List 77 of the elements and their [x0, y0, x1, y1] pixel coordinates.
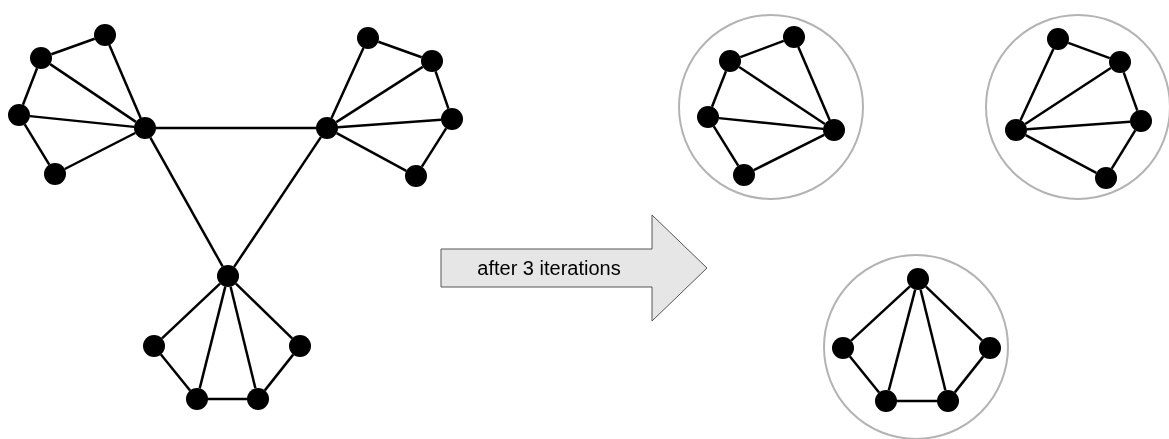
- graph-edge: [161, 282, 221, 340]
- graph-edge: [330, 47, 365, 119]
- graph-edge: [263, 353, 295, 392]
- graph-edge: [919, 289, 947, 391]
- graph-edge: [49, 63, 137, 123]
- graph-vertex: [783, 26, 805, 48]
- graph-vertex: [186, 388, 208, 410]
- graph-vertex: [1095, 167, 1117, 189]
- graph-vertex: [405, 165, 427, 187]
- graph-edge: [1019, 48, 1055, 121]
- graph-edge: [159, 353, 192, 392]
- graph-edge: [1110, 129, 1137, 170]
- graph-edge: [23, 123, 51, 166]
- graph-vertex: [134, 117, 156, 139]
- graph-vertex: [832, 337, 854, 359]
- graph-edge: [208, 397, 247, 401]
- arrow-label: after 3 iterations: [477, 258, 621, 278]
- graph-edge: [1067, 41, 1111, 60]
- graph-edge: [156, 126, 316, 130]
- graph-vertex: [697, 106, 719, 128]
- graph-edge: [108, 44, 142, 119]
- graph-edge: [887, 289, 917, 391]
- graph-vertex: [289, 335, 311, 357]
- graph-vertex: [44, 163, 66, 185]
- graph-edge: [1025, 134, 1097, 174]
- graph-edge: [739, 39, 785, 59]
- graph-vertex: [8, 104, 30, 126]
- graph-edge: [335, 65, 424, 124]
- graph-vertex: [875, 390, 897, 412]
- graph-vertex: [94, 24, 116, 46]
- graph-vertex: [1109, 51, 1131, 73]
- graph-edge: [1024, 66, 1112, 126]
- graph-edge: [753, 133, 825, 172]
- graph-edge: [953, 355, 985, 394]
- graph-edge: [149, 136, 224, 268]
- graph-vertex: [733, 164, 755, 186]
- graph-vertex: [421, 50, 443, 72]
- graph-edge: [337, 118, 442, 129]
- graph-vertex: [217, 265, 239, 287]
- graph-edge: [229, 286, 257, 389]
- graph-vertex: [1130, 110, 1152, 132]
- graph-edge: [1122, 71, 1139, 112]
- graph-edge: [712, 125, 740, 167]
- graph-edge: [797, 46, 831, 121]
- graph-vertex: [937, 390, 959, 412]
- graph-edge: [336, 132, 407, 172]
- graph-vertex: [719, 50, 741, 72]
- graph-edge: [848, 355, 881, 394]
- graph-edge: [377, 40, 423, 59]
- graph-edge: [21, 67, 39, 106]
- graph-vertex: [823, 119, 845, 141]
- graph-edge: [1026, 120, 1131, 131]
- graph-edge: [850, 285, 911, 342]
- graph-vertex: [143, 335, 165, 357]
- graph-vertex: [357, 27, 379, 49]
- graph-edge: [64, 131, 136, 171]
- graph-vertex: [441, 108, 463, 130]
- graph-vertex: [979, 337, 1001, 359]
- graph-edge: [925, 285, 983, 342]
- graph-edge: [710, 70, 728, 108]
- graph-edge: [198, 286, 227, 389]
- graph-vertex: [30, 47, 52, 69]
- graph-edge: [50, 37, 96, 56]
- block-arrow: [440, 214, 708, 322]
- graph-edge: [233, 136, 322, 268]
- graph-edge: [897, 399, 937, 403]
- graph-vertex: [1047, 28, 1069, 50]
- graph-vertex: [1005, 119, 1027, 141]
- graph-edge: [420, 127, 448, 168]
- graph-edge: [29, 114, 135, 129]
- graph-edge: [434, 71, 450, 109]
- graph-edge: [738, 66, 826, 125]
- graph-vertex: [907, 268, 929, 290]
- graph-vertex: [247, 388, 269, 410]
- graph-edge: [235, 282, 293, 340]
- graph-vertex: [316, 117, 338, 139]
- graph-edge: [718, 116, 824, 131]
